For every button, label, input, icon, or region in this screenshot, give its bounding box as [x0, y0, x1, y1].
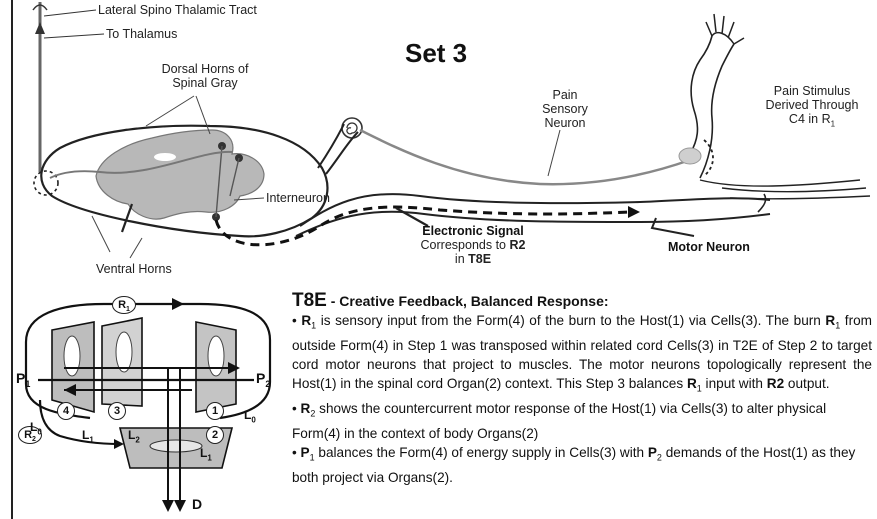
dorsal-horn-leader-a — [146, 96, 194, 126]
t8e-p3-p1: P — [301, 445, 310, 460]
d-arrow-b — [174, 500, 186, 512]
t8e-p1-r1: R — [301, 313, 311, 328]
label-pain-stimulus-sub: 1 — [831, 120, 835, 129]
l1-left-sub: 1 — [89, 435, 93, 444]
label-interneuron: Interneuron — [266, 191, 330, 205]
t8e-p1-text-d: output. — [784, 376, 829, 391]
pillar-1-hole — [208, 336, 224, 376]
r1-arrow — [172, 298, 184, 310]
label-pain-sensory-neuron: Pain Sensory Neuron — [530, 88, 600, 130]
t8e-paragraph-p1: • P1 balances the Form(4) of energy supp… — [292, 443, 872, 487]
central-canal — [154, 153, 176, 161]
p1-label: P1 — [16, 370, 30, 389]
r2-badge-sub: 2 — [32, 436, 36, 443]
t8e-heading-text: - Creative Feedback, Balanced Response: — [327, 293, 609, 309]
l0-right-sub: 0 — [251, 415, 255, 424]
label-motor-neuron: Motor Neuron — [668, 240, 750, 254]
t8e-p3-bullet: • — [292, 445, 301, 460]
t8e-p2-bullet: • — [292, 401, 301, 416]
label-pain-stimulus-line3: C4 in R — [789, 112, 831, 126]
l0-right-label: L0 — [244, 408, 256, 424]
ventral-horn-line-b — [92, 216, 110, 252]
r1-badge: R1 — [112, 296, 136, 314]
t8e-p1-text-a: is sensory input from the Form(4) of the… — [316, 313, 825, 328]
label-pain-stimulus: Pain Stimulus Derived Through C4 in R1 — [748, 84, 876, 132]
burn-site — [679, 148, 701, 164]
motor-end-hook — [758, 194, 766, 212]
leader-to-thalamus — [44, 34, 104, 38]
p1-label-text: P — [16, 370, 25, 386]
label-pain-sensory-line3: Neuron — [530, 116, 600, 130]
t8e-p1-text-c: input with — [702, 376, 767, 391]
forearm-lines — [700, 180, 870, 199]
ventral-horn-line-c — [130, 238, 142, 258]
cell-3-badge: 3 — [108, 402, 126, 420]
t8e-p1-r1-c: R — [687, 376, 697, 391]
label-to-thalamus: To Thalamus — [106, 27, 177, 41]
cell-1-badge: 1 — [206, 402, 224, 420]
label-corresponds-2: in — [455, 252, 465, 266]
label-ventral-horns: Ventral Horns — [96, 262, 172, 276]
arm-outline-lower — [700, 44, 734, 178]
p2-label-text: P — [256, 370, 265, 386]
arm-outline-upper — [690, 36, 712, 154]
l1-right-label: L1 — [200, 446, 212, 462]
t8e-p1-bullet: • — [292, 313, 301, 328]
l0-left-label: L0 — [30, 420, 42, 436]
l2-sub: 2 — [135, 435, 139, 444]
d-arrow-a — [162, 500, 174, 512]
label-dorsal-horns: Dorsal Horns of Spinal Gray — [150, 62, 260, 90]
r1-badge-sub: 1 — [126, 306, 130, 313]
l2-label: L2 — [128, 428, 140, 444]
leader-lateral-tract — [44, 10, 96, 16]
label-electronic-signal: Electronic Signal Corresponds to R2 in T… — [414, 224, 532, 266]
sensory-root-lower — [326, 132, 358, 174]
pillar-4-hole — [64, 336, 80, 376]
t8e-p3-p2: P — [648, 445, 657, 460]
d-label: D — [192, 496, 202, 512]
p2-label-sub: 2 — [265, 379, 270, 389]
t8e-p1-r2: R2 — [767, 376, 784, 391]
page-title: Set 3 — [405, 38, 467, 69]
sensory-root-upper — [318, 124, 344, 168]
t8e-p2-text: shows the countercurrent motor response … — [292, 401, 826, 441]
label-corresponds-r2: R2 — [509, 238, 525, 252]
t8e-p3-text-a: balances the Form(4) of energy supply in… — [315, 445, 648, 460]
label-pain-sensory-line2: Sensory — [530, 102, 600, 116]
label-electronic-signal-title: Electronic Signal — [414, 224, 532, 238]
sensory-leader — [548, 130, 560, 176]
motor-signal-arrow — [628, 206, 640, 218]
l1-left-label: L1 — [82, 428, 94, 444]
label-pain-stimulus-line1: Pain Stimulus — [748, 84, 876, 98]
l1-right-sub: 1 — [207, 453, 211, 462]
t8e-heading: T8E - Creative Feedback, Balanced Respon… — [292, 290, 609, 312]
pillar-3-hole — [116, 332, 132, 372]
label-dorsal-horns-line1: Dorsal Horns of — [150, 62, 260, 76]
l0-left-sub: 0 — [37, 427, 41, 436]
label-dorsal-horns-line2: Spinal Gray — [150, 76, 260, 90]
t8e-p2-r2: R — [301, 401, 311, 416]
cell-4-badge: 4 — [57, 402, 75, 420]
t8e-paragraph-r2: • R2 shows the countercurrent motor resp… — [292, 399, 872, 443]
label-lateral-tract: Lateral Spino Thalamic Tract — [98, 3, 257, 17]
cell-2-badge: 2 — [206, 426, 224, 444]
p1-label-sub: 1 — [25, 379, 30, 389]
p2-label: P2 — [256, 370, 270, 389]
label-corresponds-1: Corresponds to — [421, 238, 506, 252]
t8e-code: T8E — [292, 290, 327, 311]
pain-sensory-fiber — [360, 130, 690, 184]
t8e-p1-r1-b: R — [825, 313, 835, 328]
ascending-arrow — [35, 22, 45, 34]
r1-badge-label: R — [118, 299, 126, 311]
label-pain-sensory-line1: Pain — [530, 88, 600, 102]
dorsal-root-ganglion — [342, 118, 362, 138]
label-pain-stimulus-line2: Derived Through — [748, 98, 876, 112]
base-plate-hole — [150, 440, 202, 452]
t8e-body: • R1 is sensory input from the Form(4) o… — [292, 311, 872, 488]
t8e-paragraph-r1: • R1 is sensory input from the Form(4) o… — [292, 311, 872, 399]
label-corresponds-t8e: T8E — [468, 252, 491, 266]
